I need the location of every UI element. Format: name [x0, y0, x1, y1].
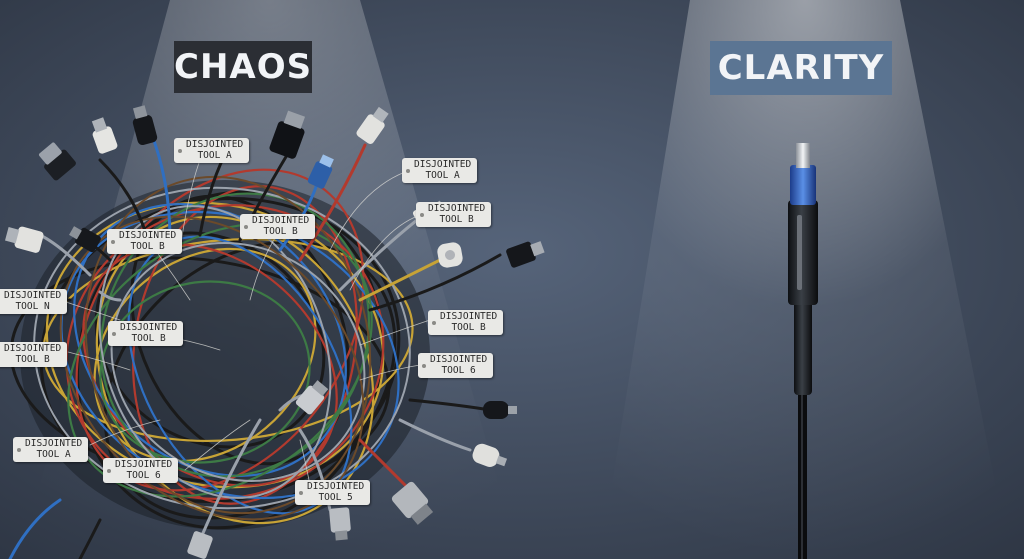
cable-tag: DISJOINTED TOOL B — [0, 342, 68, 367]
cable-tag: DISJOINTED TOOL A — [174, 138, 250, 163]
cable-tag: DISJOINTED TOOL A — [402, 158, 478, 183]
cable-tag: DISJOINTED TOOL 5 — [295, 480, 371, 505]
cable-tag: DISJOINTED TOOL B — [428, 310, 504, 335]
cable-tag: DISJOINTED TOOL 6 — [418, 353, 494, 378]
cable-tag: DISJOINTED TOOL B — [240, 214, 316, 239]
cable-tag: DISJOINTED TOOL B — [108, 321, 184, 346]
cable-tag: DISJOINTED TOOL B — [107, 229, 183, 254]
clarity-title: CLARITY — [710, 41, 892, 95]
chaos-title: CHAOS — [174, 41, 312, 93]
cable-tag: DISJOINTED TOOL A — [13, 437, 89, 462]
loose-connectors — [5, 105, 545, 559]
cable-tag: DISJOINTED TOOL B — [416, 202, 492, 227]
cable-tag: DISJOINTED TOOL N — [0, 289, 68, 314]
single-clean-cable — [788, 143, 818, 559]
cable-tag: DISJOINTED TOOL 6 — [103, 458, 179, 483]
